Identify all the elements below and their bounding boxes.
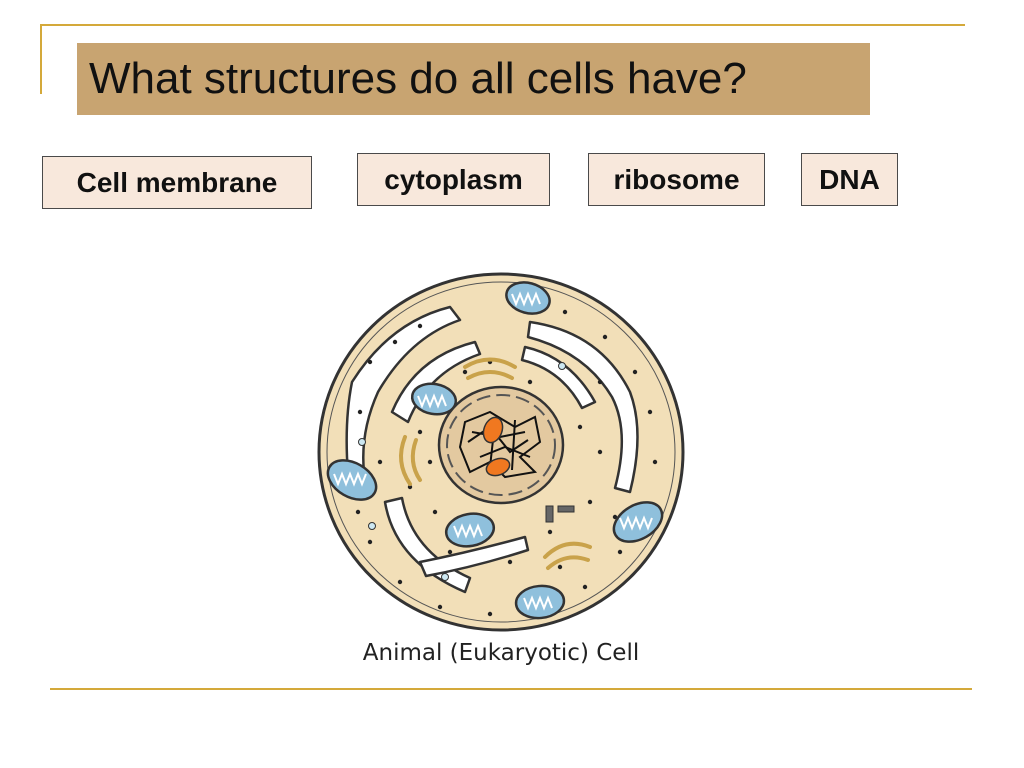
label-dna: DNA [801,153,898,206]
diagram-caption: Animal (Eukaryotic) Cell [362,640,640,666]
vesicles [358,362,566,581]
label-cell-membrane: Cell membrane [42,156,312,209]
bottom-accent-line [50,688,972,690]
top-accent-line [40,24,965,26]
title-banner: What structures do all cells have? [77,43,870,115]
golgi-apparatus [399,357,592,570]
nucleolus [482,416,511,477]
left-accent-line [40,24,42,94]
nuclear-envelope [446,394,556,496]
label-cytoplasm: cytoplasm [357,153,550,206]
slide-title: What structures do all cells have? [89,54,747,103]
cell-membrane-inner-line [326,281,676,623]
endoplasmic-reticulum [345,305,639,594]
centrioles [545,505,575,523]
label-ribosome: ribosome [588,153,765,206]
cell-diagram-icon [317,272,685,632]
mitochondria-cristae [333,291,653,611]
nucleus [437,385,565,505]
